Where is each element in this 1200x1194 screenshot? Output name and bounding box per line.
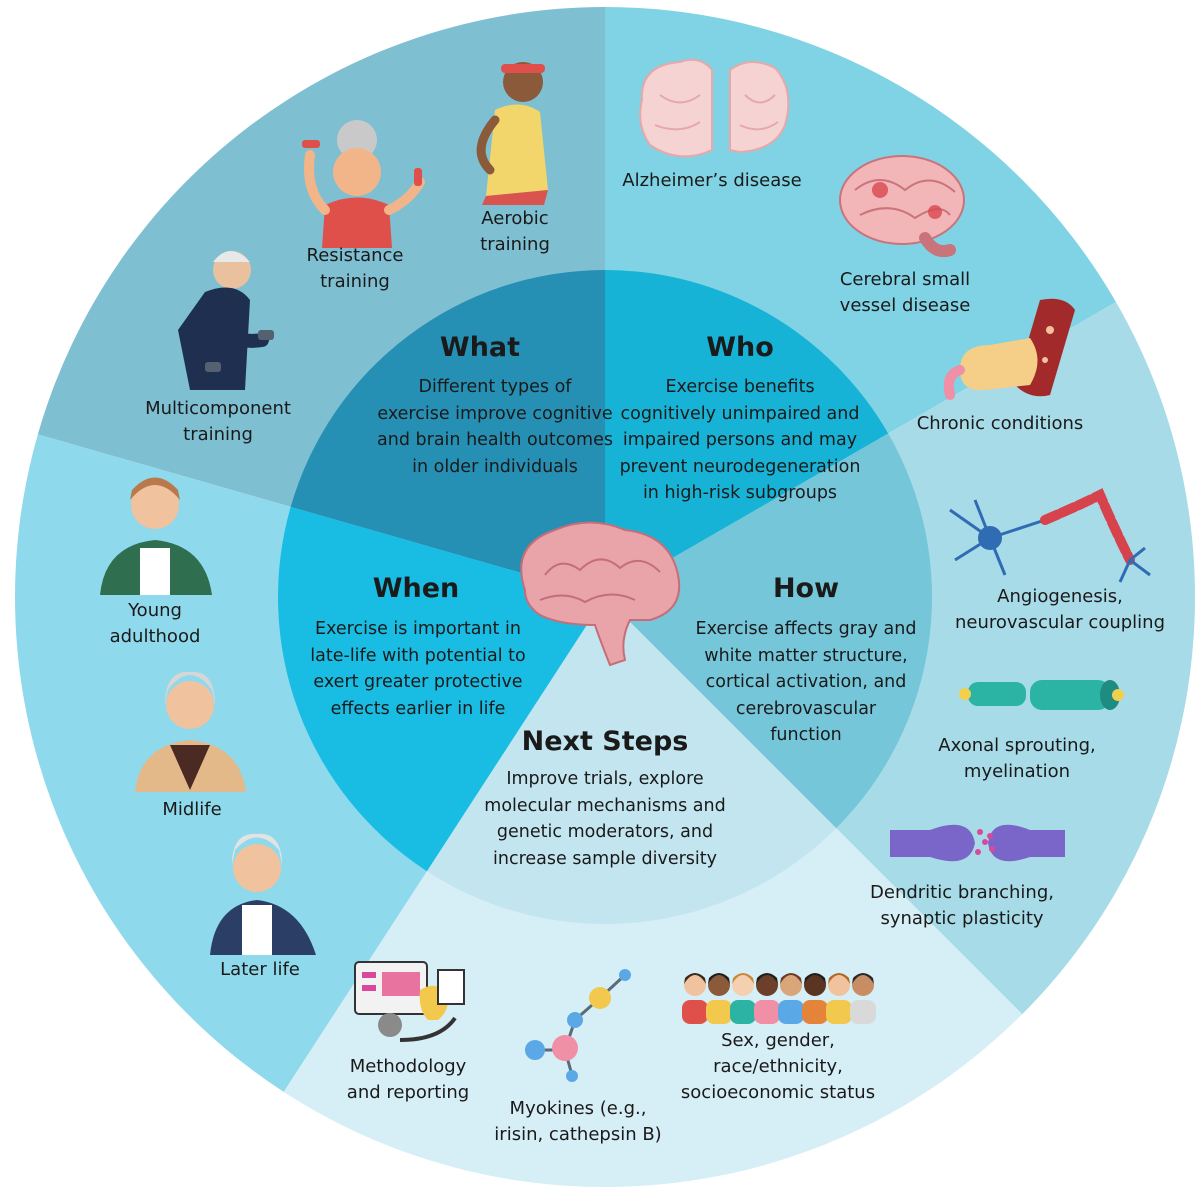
alzheimers-brain-icon xyxy=(639,58,790,158)
older-adult-icon xyxy=(210,833,316,955)
who-title: Who xyxy=(706,332,774,363)
person-head xyxy=(708,974,730,996)
resistance-training-icon xyxy=(302,120,425,248)
later-life-label: Later life xyxy=(220,959,300,980)
when-inner-sector xyxy=(277,506,605,872)
dendritic-branching-label: Dendritic branching,synaptic plasticity xyxy=(870,882,1054,929)
chronic-conditions-icon xyxy=(943,298,1075,400)
person-head xyxy=(804,974,826,996)
person-head xyxy=(684,974,706,996)
how-title: How xyxy=(772,573,840,604)
center-brain-icon xyxy=(520,521,681,667)
person-body xyxy=(802,1000,828,1024)
next-steps-title: Next Steps xyxy=(521,726,689,757)
person-body xyxy=(850,1000,876,1024)
person-hair xyxy=(780,973,802,984)
how-inner-sector xyxy=(605,433,933,829)
diversity-label: Sex, gender,race/ethnicity,socioeconomic… xyxy=(680,1030,876,1103)
small-vessel-brain-icon xyxy=(839,155,965,258)
methodology-icon xyxy=(354,961,465,1042)
person-body xyxy=(706,1000,732,1024)
person-hair xyxy=(804,973,826,984)
person-hair xyxy=(852,973,874,984)
what-title: What xyxy=(439,332,521,363)
next-inner-sector xyxy=(426,597,837,925)
person-body xyxy=(778,1000,804,1024)
neuron-icon xyxy=(949,488,1151,583)
person-head xyxy=(756,974,778,996)
who-inner-sector xyxy=(605,270,889,597)
person-body xyxy=(730,1000,756,1024)
molecule-icon xyxy=(525,969,631,1082)
person-body xyxy=(826,1000,852,1024)
person-head xyxy=(732,974,754,996)
person-body xyxy=(754,1000,780,1024)
alzheimers-label: Alzheimer’s disease xyxy=(622,170,802,191)
midlife-adult-icon xyxy=(135,671,246,792)
person-hair xyxy=(684,973,706,984)
person-hair xyxy=(828,973,850,984)
myokines-label: Myokines (e.g.,irisin, cathepsin B) xyxy=(494,1098,662,1145)
person-head xyxy=(828,974,850,996)
person-hair xyxy=(708,973,730,984)
diverse-people-icon xyxy=(682,973,876,1024)
person-hair xyxy=(756,973,778,984)
chronic-conditions-label: Chronic conditions xyxy=(916,413,1084,434)
angiogenesis-label: Angiogenesis,neurovascular coupling xyxy=(954,586,1166,633)
midlife-label: Midlife xyxy=(162,799,222,820)
young-adult-icon xyxy=(100,477,212,595)
when-title: When xyxy=(372,573,460,604)
person-hair xyxy=(732,973,754,984)
axonal-sprouting-label: Axonal sprouting,myelination xyxy=(938,735,1096,782)
synapse-icon xyxy=(890,824,1065,862)
person-body xyxy=(682,1000,708,1024)
person-head xyxy=(852,974,874,996)
what-inner-sector xyxy=(290,270,605,597)
person-head xyxy=(780,974,802,996)
aerobic-training-icon xyxy=(476,62,548,205)
axon-icon xyxy=(959,680,1124,710)
multicomponent-training-icon xyxy=(178,251,274,390)
